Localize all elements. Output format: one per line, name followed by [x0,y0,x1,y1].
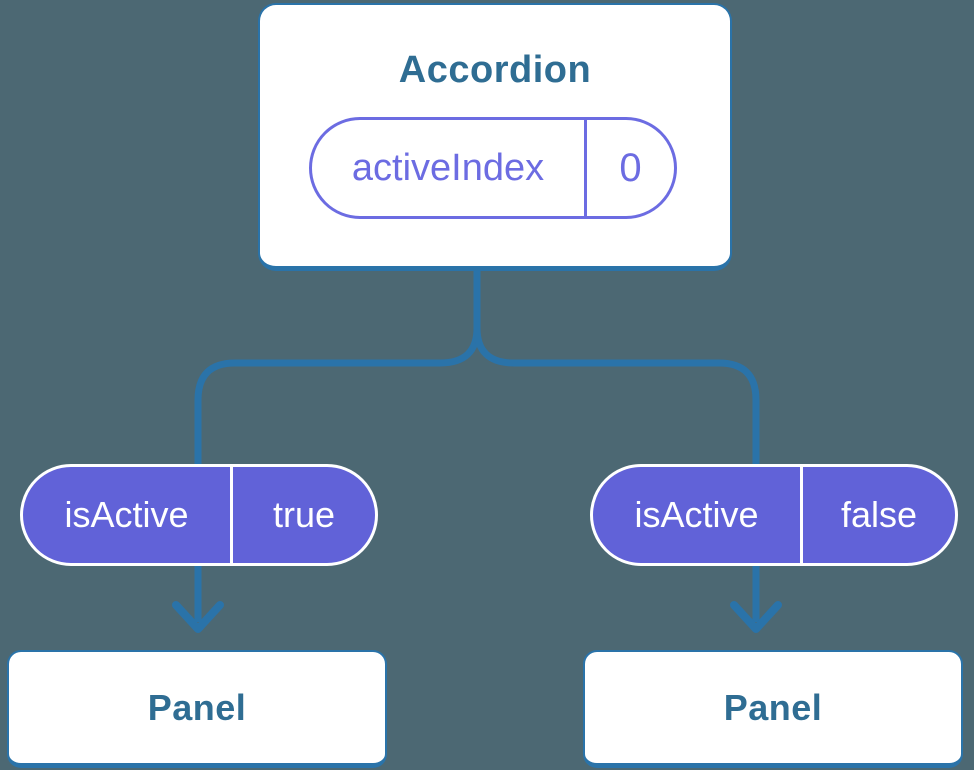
prop-pill-is-active-true: isActive true [20,464,378,566]
panel-label: Panel [723,686,823,728]
state-name: activeIndex [351,146,545,189]
connector-left-branch [194,268,481,470]
panel-card-left: Panel [7,650,387,768]
prop-name: isActive [634,494,759,535]
panel-card-right: Panel [583,650,963,768]
accordion-card: Accordion activeIndex 0 [258,3,732,271]
prop-value: true [272,494,336,535]
prop-pill-is-active-false: isActive false [590,464,958,566]
pill-divider [230,467,233,563]
prop-name: isActive [64,494,189,535]
accordion-title: Accordion [398,49,592,91]
connector-right-branch [473,268,760,470]
left-arrow-icon [172,601,224,633]
state-value: 0 [619,145,642,190]
panel-label: Panel [147,686,247,728]
pill-divider [800,467,803,563]
pill-divider [584,120,587,216]
state-pill: activeIndex 0 [309,117,677,219]
right-arrow-icon [730,601,782,633]
prop-value: false [840,494,918,535]
